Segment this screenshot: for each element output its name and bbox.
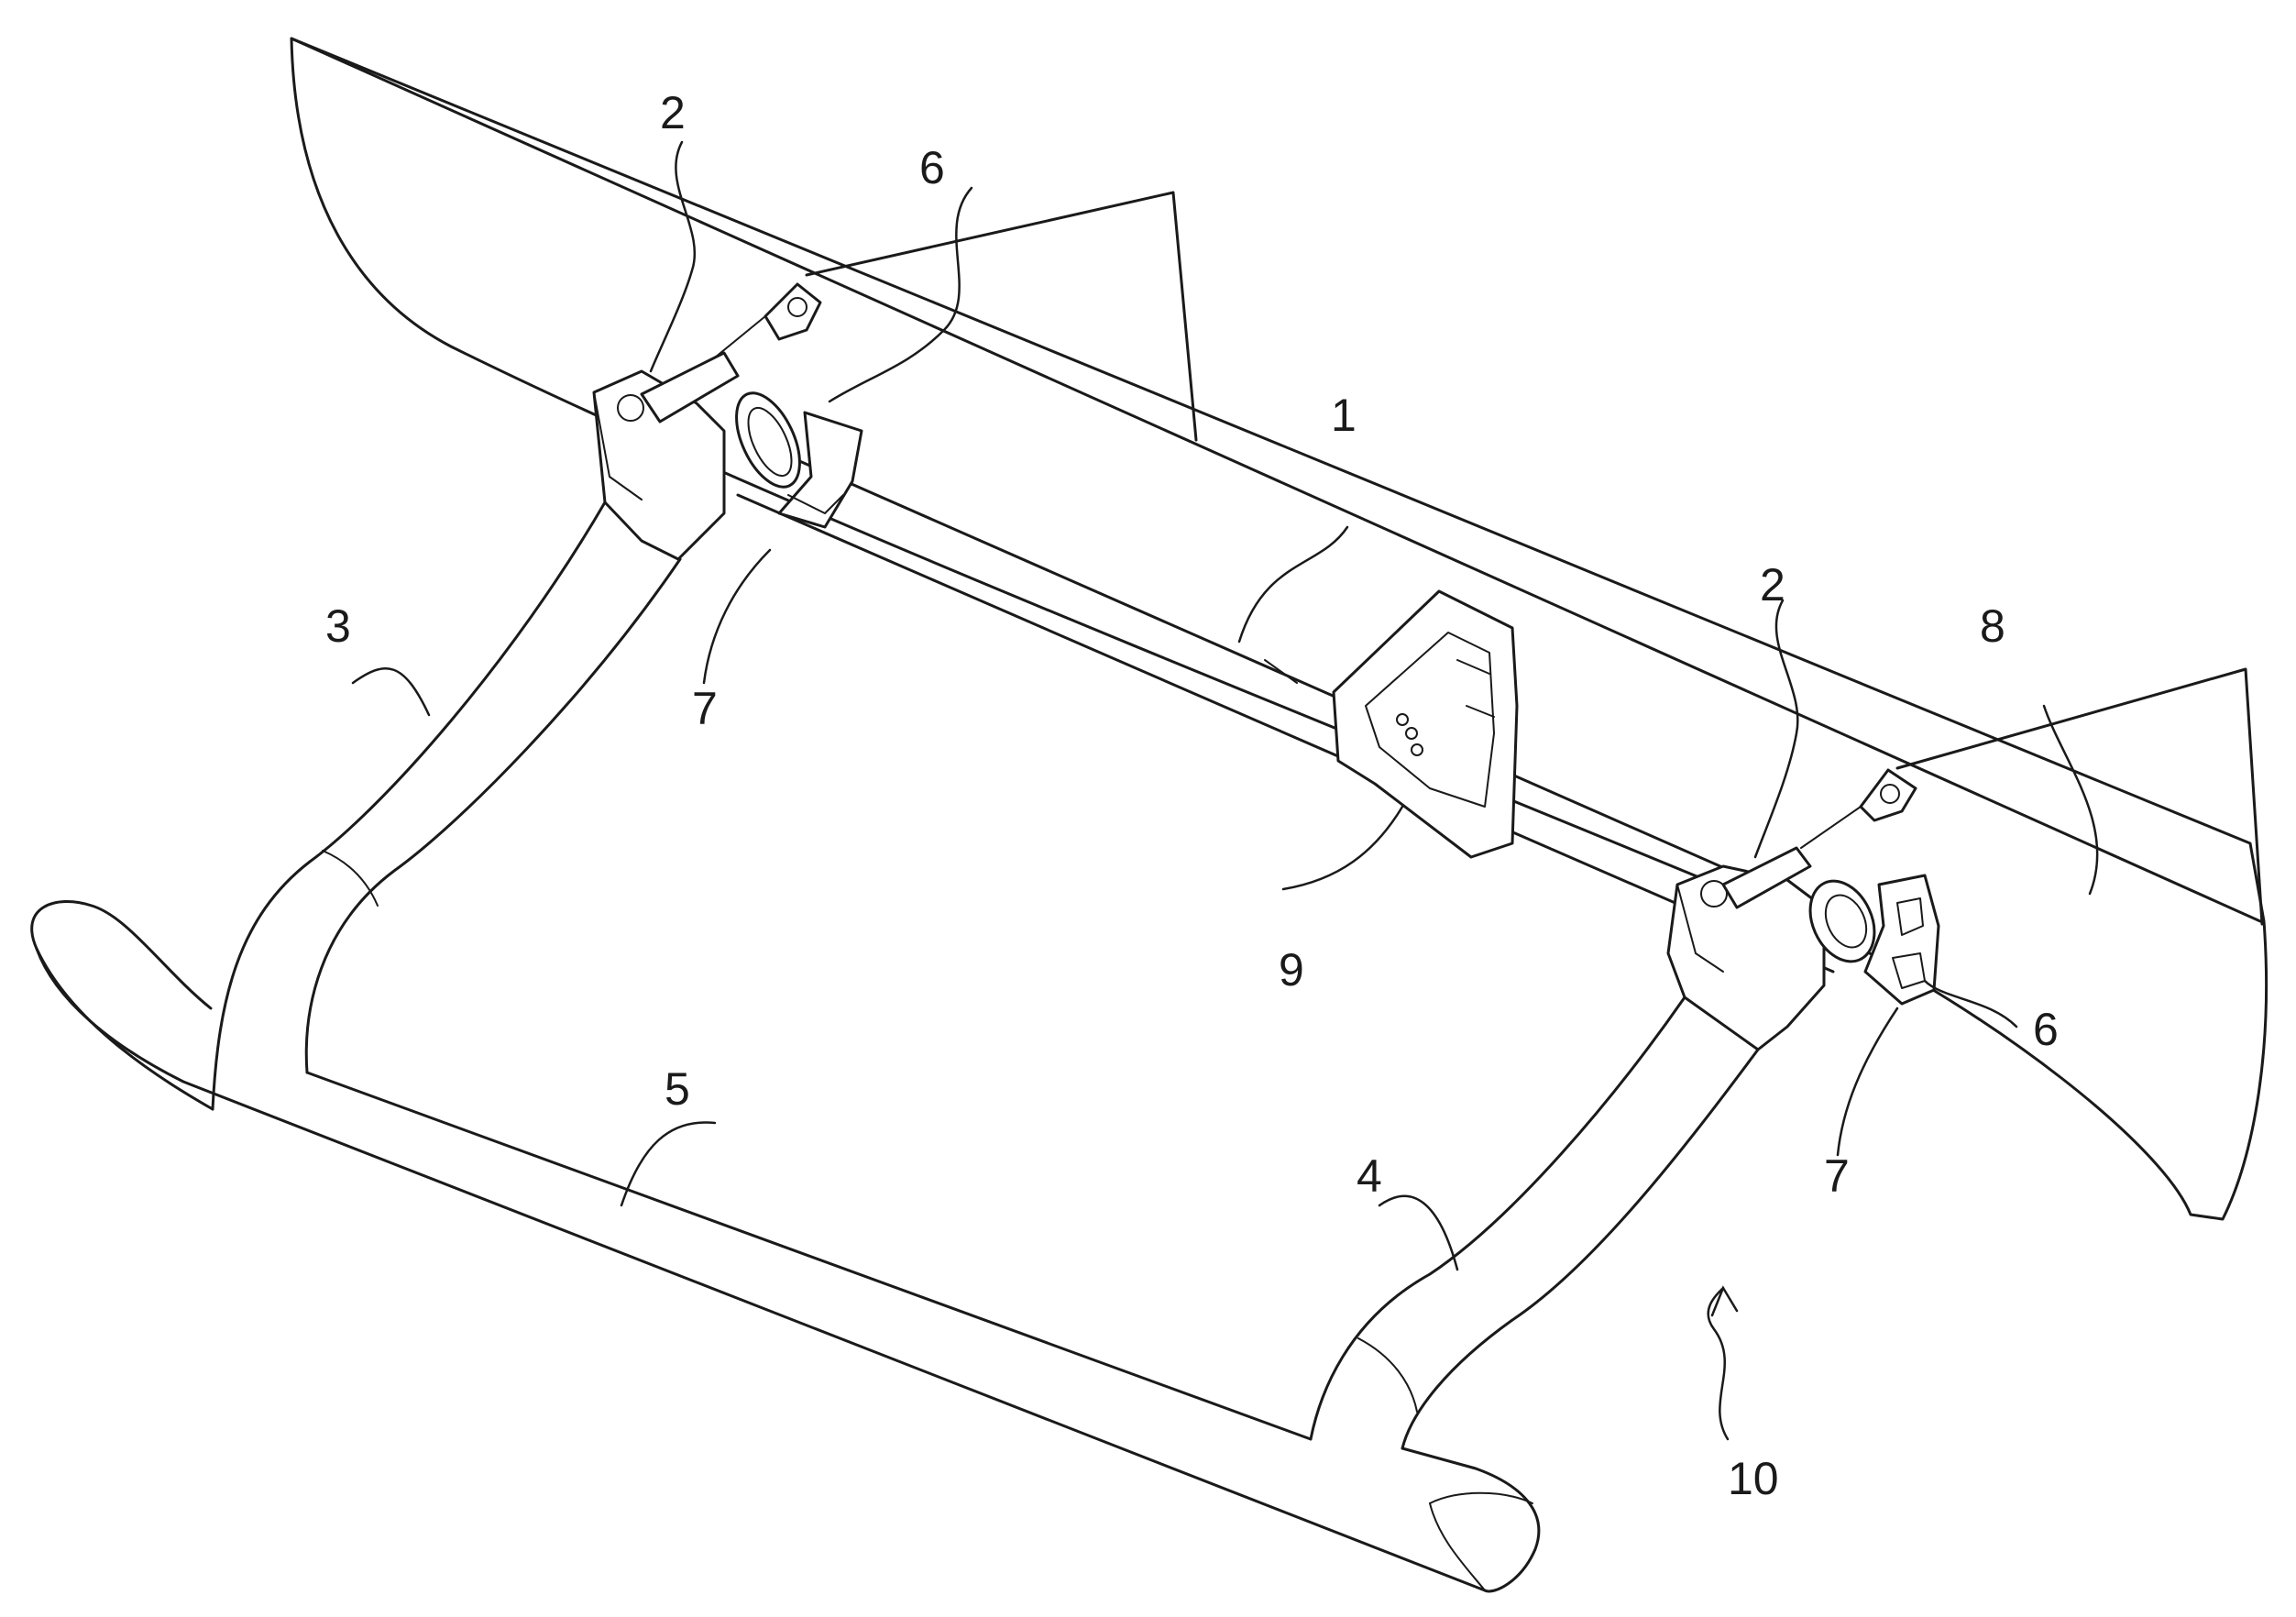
- leader-8: [2044, 706, 2097, 894]
- label-7-left: 7: [692, 683, 718, 734]
- leader-7a: [704, 550, 770, 683]
- leader-lines: [353, 142, 2097, 1439]
- label-8: 8: [1980, 600, 2005, 652]
- leader-2a: [651, 142, 695, 371]
- leader-9: [1283, 807, 1402, 889]
- left-strut: [213, 502, 680, 1109]
- leader-1: [1239, 527, 1347, 642]
- leader-10: [1708, 1288, 1728, 1439]
- leader-4: [1379, 1196, 1457, 1270]
- label-4: 4: [1357, 1150, 1382, 1202]
- center-fitting: [1334, 591, 1517, 857]
- label-2-right: 2: [1760, 559, 1785, 610]
- arrow-10-head: [1712, 1288, 1737, 1315]
- label-5: 5: [665, 1063, 690, 1115]
- label-2-left: 2: [660, 87, 686, 138]
- label-7-right: 7: [1824, 1150, 1850, 1202]
- left-fitting: [594, 284, 862, 559]
- label-10: 10: [1728, 1453, 1779, 1504]
- leader-3: [353, 668, 429, 715]
- leader-2b: [1755, 600, 1797, 857]
- leader-6b: [1925, 981, 2016, 1027]
- leader-6a: [829, 188, 972, 402]
- fuselage-panel: [291, 38, 2267, 1219]
- reference-numerals: 1 2 2 3 4 5 6 6 7 7 8 9 10: [325, 87, 2059, 1504]
- label-1: 1: [1331, 390, 1357, 441]
- label-9: 9: [1279, 944, 1304, 996]
- leader-7b: [1838, 1008, 1897, 1155]
- label-3: 3: [325, 600, 351, 652]
- right-strut: [1311, 997, 1758, 1448]
- label-6-left: 6: [919, 142, 945, 193]
- skid-tube: [32, 901, 1539, 1590]
- label-6-right: 6: [2033, 1004, 2059, 1055]
